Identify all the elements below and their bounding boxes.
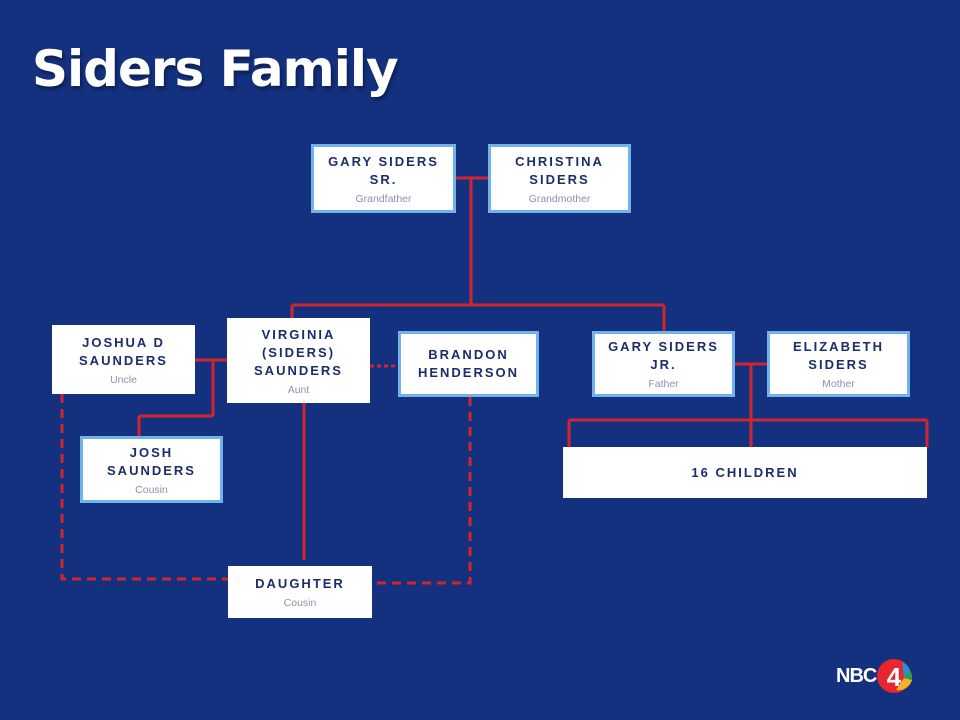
page-title: Siders Family	[32, 40, 399, 98]
person-role: Grandmother	[528, 192, 591, 205]
logo-number: 4	[887, 662, 902, 692]
person-name: CHRISTINA SIDERS	[515, 153, 604, 187]
person-name: VIRGINIA (SIDERS) SAUNDERS	[254, 326, 343, 378]
person-name: BRANDON HENDERSON	[417, 347, 520, 380]
logo-text: NBC	[836, 664, 877, 687]
person-name: JOSHUA D SAUNDERS	[79, 334, 168, 368]
person-virginia-saunders: VIRGINIA (SIDERS) SAUNDERS Aunt	[227, 318, 370, 403]
person-daughter: DAUGHTER Cousin	[228, 566, 372, 618]
person-role: Aunt	[287, 383, 310, 396]
person-christina-siders: CHRISTINA SIDERS Grandmother	[488, 144, 631, 213]
person-role: Mother	[822, 378, 855, 390]
person-role: Grandfather	[355, 192, 412, 205]
person-name: GARY SIDERS SR.	[328, 153, 439, 187]
person-gary-siders-jr: GARY SIDERS JR. Father	[592, 331, 735, 397]
connector-joshua-daughter	[60, 394, 228, 581]
group-name: 16 CHILDREN	[691, 464, 799, 480]
person-role: Uncle	[110, 373, 137, 386]
person-role: Cousin	[135, 483, 168, 496]
connector-parents	[735, 362, 767, 447]
connector-generation-2	[290, 303, 666, 331]
person-name: JOSH SAUNDERS	[107, 444, 196, 478]
peacock-icon: 4	[877, 659, 913, 693]
connector-grandparents	[456, 176, 488, 305]
person-gary-siders-sr: GARY SIDERS SR. Grandfather	[311, 144, 456, 213]
connector-joshua-virginia	[137, 358, 227, 436]
connector-brandon-daughter	[372, 397, 472, 585]
person-name: GARY SIDERS JR.	[608, 339, 719, 372]
nbc4-logo: NBC 4	[836, 656, 936, 696]
person-role: Father	[648, 378, 679, 390]
person-role: Cousin	[283, 597, 317, 609]
person-josh-saunders: JOSH SAUNDERS Cousin	[80, 436, 223, 503]
person-name: DAUGHTER	[255, 576, 345, 591]
connector-children	[567, 418, 929, 447]
person-brandon-henderson: BRANDON HENDERSON	[398, 331, 539, 397]
person-elizabeth-siders: ELIZABETH SIDERS Mother	[767, 331, 910, 397]
person-name: ELIZABETH SIDERS	[793, 339, 884, 372]
group-16-children: 16 CHILDREN	[563, 447, 927, 498]
person-joshua-saunders: JOSHUA D SAUNDERS Uncle	[52, 325, 195, 394]
